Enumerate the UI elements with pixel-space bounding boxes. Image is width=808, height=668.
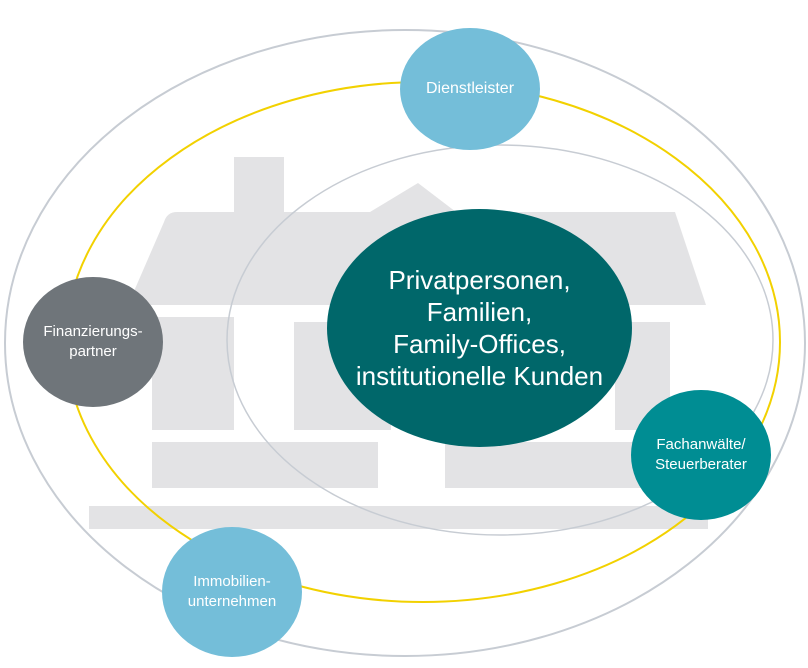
node-finanzierungspartner-label: Finanzierungs- partner	[43, 323, 143, 360]
house-foundation	[89, 506, 708, 529]
node-dienstleister-label: Dienstleister	[425, 80, 515, 97]
node-fachanwaelte-steuerberater-label: Fachanwälte/ Steuerberater	[655, 436, 747, 473]
node-fachanwaelte-steuerberater: Fachanwälte/ Steuerberater	[631, 390, 771, 520]
node-immobilienunternehmen: Immobilien- unternehmen	[162, 527, 302, 657]
inner-ring	[226, 144, 774, 536]
node-immobilienunternehmen-label: Immobilien- unternehmen	[187, 573, 277, 610]
node-finanzierungspartner: Finanzierungs- partner	[23, 277, 163, 407]
house-window-1	[152, 317, 234, 430]
node-dienstleister: Dienstleister	[400, 28, 540, 150]
outer-ring	[4, 29, 806, 657]
house-base-left	[152, 442, 378, 488]
center-node: Privatpersonen, Familien, Family-Offices…	[327, 209, 632, 447]
center-node-label: Privatpersonen, Familien, Family-Offices…	[355, 265, 604, 391]
